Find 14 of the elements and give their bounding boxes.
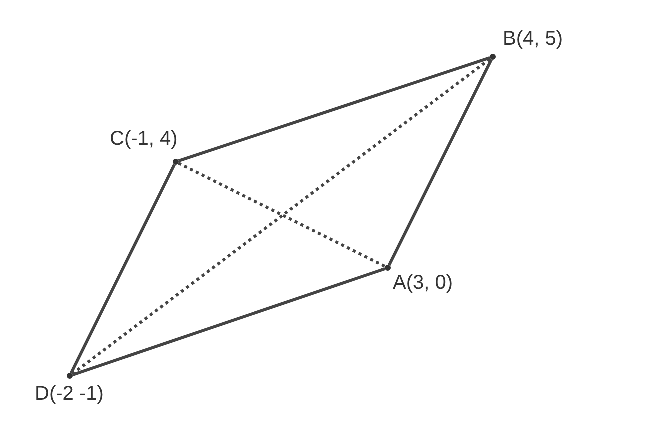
diagonal-line <box>178 162 386 268</box>
vertex-label: B(4, 5) <box>503 28 564 51</box>
diagonal-line <box>72 58 492 376</box>
vertex-point <box>67 373 73 379</box>
side-line <box>178 56 491 162</box>
vertex-point <box>385 265 391 271</box>
vertex-label: D(-2 -1) <box>35 383 104 406</box>
vertex-label: C(-1, 4) <box>110 128 178 151</box>
vertex-label: A(3, 0) <box>393 272 454 295</box>
vertex-point <box>490 54 496 60</box>
side-line <box>388 59 493 266</box>
side-line <box>72 268 386 376</box>
side-line <box>70 164 176 374</box>
vertex-point <box>173 159 179 165</box>
